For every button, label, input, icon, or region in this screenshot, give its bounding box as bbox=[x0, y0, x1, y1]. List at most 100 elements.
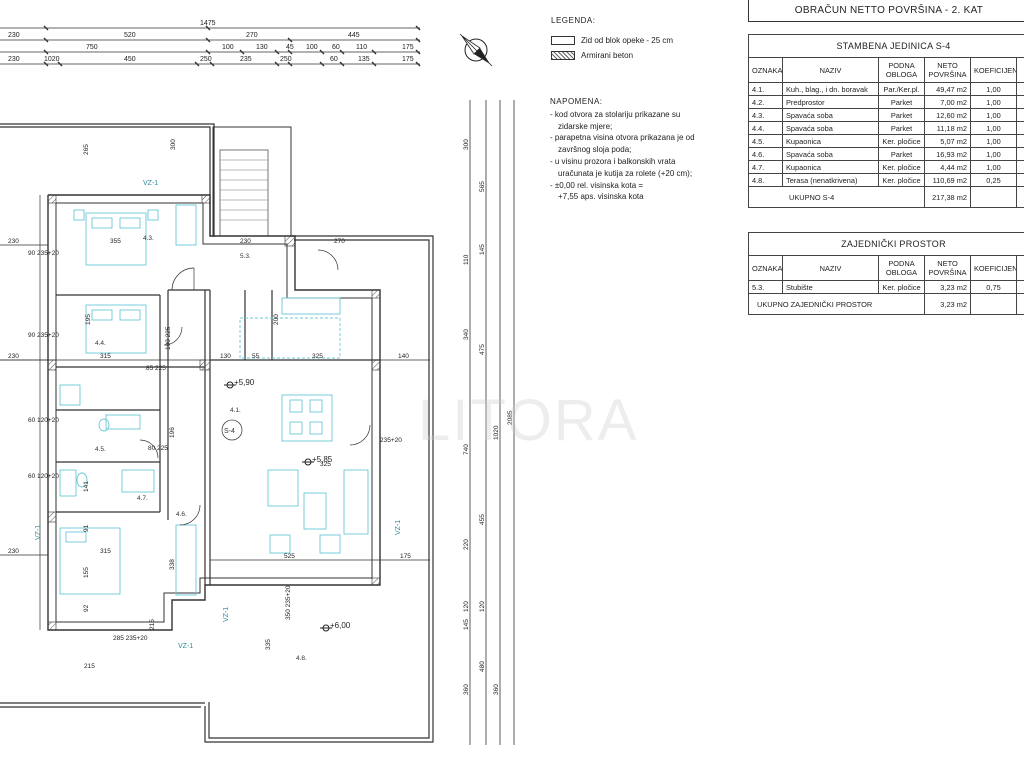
dim-label: 120 bbox=[479, 601, 486, 612]
level-mark: +6,00 bbox=[330, 621, 351, 630]
table-cell: 12,60 m2 bbox=[924, 108, 971, 122]
dim-label: 480 bbox=[479, 661, 486, 672]
table-cell: 4.1. bbox=[748, 82, 783, 96]
column-header: NETO POVRŠINA bbox=[924, 255, 971, 281]
table-cell: Ker. pločice bbox=[878, 160, 925, 174]
right-dimension-labels: 300 110 340 740 220 120 360 145 565 145 … bbox=[463, 139, 514, 695]
legend-item-label: Zid od blok opeke - 25 cm bbox=[581, 36, 674, 45]
table-cell: 4.3. bbox=[748, 108, 783, 122]
table-cell: 1,00 bbox=[970, 121, 1017, 135]
table-cell: 4.7. bbox=[748, 160, 783, 174]
dim-label: 196 bbox=[169, 427, 176, 438]
dim-label: 92 bbox=[83, 604, 90, 612]
table-cell: Spavaća soba bbox=[782, 147, 879, 161]
dim-label: 230 bbox=[8, 56, 20, 63]
table-cell: 4.2. bbox=[748, 95, 783, 109]
total-value: 217,38 m2 bbox=[924, 186, 971, 208]
dim-label: 325 bbox=[320, 461, 331, 468]
page-title: OBRAČUN NETTO POVRŠINA - 2. KAT bbox=[748, 0, 1024, 22]
dim-label: 2085 bbox=[507, 410, 514, 425]
table-caption: ZAJEDNIČKI PROSTOR bbox=[748, 232, 1024, 256]
note-line: uračunata je kutija za rolete (+20 cm); bbox=[558, 168, 693, 178]
table-total-row: UKUPNO ZAJEDNIČKI PROSTOR 3,23 m2 bbox=[748, 293, 1024, 315]
note-line: - parapetna visina otvora prikazana je o… bbox=[550, 133, 695, 143]
dim-label: 740 bbox=[463, 444, 470, 455]
dim-label: 360 bbox=[463, 684, 470, 695]
dim-label: 100 225 bbox=[165, 326, 172, 350]
dim-label: 235+20 bbox=[380, 437, 402, 444]
dim-label: 235 bbox=[240, 56, 252, 63]
note-line: - kod otvora za stolariju prikazane su bbox=[550, 109, 681, 119]
table-cell: 11,18 m2 bbox=[924, 121, 971, 135]
room-tag: 4.6. bbox=[176, 511, 187, 518]
section-marks: VZ-1 VZ-1 VZ-1 VZ-1 VZ-1 bbox=[35, 180, 402, 650]
legend-title: LEGENDA: bbox=[551, 16, 596, 25]
dim-label: 338 bbox=[169, 559, 176, 570]
table-cell: Stubište bbox=[782, 280, 879, 294]
notes: NAPOMENA: - kod otvora za stolariju prik… bbox=[550, 96, 710, 203]
table-cell: Par./Ker.pl. bbox=[878, 82, 925, 96]
note-line: zidarske mjere; bbox=[558, 121, 613, 131]
table-cell: 49,47 m2 bbox=[924, 82, 971, 96]
dim-label: 200 bbox=[273, 314, 280, 325]
dim-label: 100 bbox=[222, 44, 234, 51]
dim-label: 60 120+20 bbox=[28, 417, 59, 424]
section-mark: VZ-1 bbox=[395, 520, 402, 535]
dim-label: 360 bbox=[493, 684, 500, 695]
notes-title: NAPOMENA: bbox=[550, 97, 603, 106]
table-cell: Kuh., blag., i dn. boravak bbox=[782, 82, 879, 96]
dim-label: 85 225 bbox=[146, 365, 166, 372]
room-tag: 4.4. bbox=[95, 340, 106, 347]
dim-label: 100 bbox=[306, 44, 318, 51]
total-label: UKUPNO S-4 bbox=[748, 186, 925, 208]
dim-label: 145 bbox=[463, 619, 470, 630]
dim-label: 175 bbox=[400, 553, 411, 560]
dim-label: 230 bbox=[8, 32, 20, 39]
dim-label: 220 bbox=[463, 539, 470, 550]
dim-label: 1020 bbox=[493, 425, 500, 440]
table-cell: Spavaća soba bbox=[782, 121, 879, 135]
dim-label: 120 bbox=[463, 601, 470, 612]
level-mark: +5,85 bbox=[312, 455, 333, 464]
legend-item-concrete: Armirani beton bbox=[551, 51, 633, 60]
dim-label: 90 235+20 bbox=[28, 332, 59, 339]
column-header: OZNAKA bbox=[748, 255, 783, 281]
interior-dimension-labels: 265 300 355 195 315 315 525 175 230 270 … bbox=[83, 139, 411, 650]
note-line: - u visinu prozora i balkonskih vrata bbox=[550, 156, 676, 166]
table-cell: Spavaća soba bbox=[782, 108, 879, 122]
dim-label: 155 bbox=[83, 567, 90, 578]
table-cell: Ker. pločice bbox=[878, 134, 925, 148]
dim-label: 90 235+20 bbox=[28, 250, 59, 257]
dim-label: 750 bbox=[86, 44, 98, 51]
dim-label: 450 bbox=[124, 56, 136, 63]
dim-label: 300 bbox=[463, 139, 470, 150]
dim-label: 135 bbox=[358, 56, 370, 63]
table-cell: Parket bbox=[878, 147, 925, 161]
dim-label: 175 bbox=[402, 56, 414, 63]
dim-label: 215 bbox=[84, 663, 95, 670]
note-line: - ±0,00 rel. visinska kota = bbox=[550, 180, 644, 190]
dim-label: 215 bbox=[149, 619, 156, 630]
dim-label: 270 bbox=[246, 32, 258, 39]
dim-label: 315 bbox=[100, 353, 111, 360]
watermark: LITORA bbox=[418, 388, 638, 453]
dim-label: 45 bbox=[286, 44, 294, 51]
top-dimension-labels: 1475 230 520 270 445 750 100 130 45 100 … bbox=[8, 20, 414, 63]
floor-plan: 1475 230 520 270 445 750 100 130 45 100 … bbox=[0, 20, 638, 745]
legend-swatch-hatch bbox=[551, 51, 575, 60]
legend-item-label: Armirani beton bbox=[581, 51, 634, 60]
room-tag: 4.1. bbox=[230, 407, 241, 414]
dim-label: 140 bbox=[398, 353, 409, 360]
dim-label: 195 bbox=[85, 314, 92, 325]
table-cell: 1,00 bbox=[970, 134, 1017, 148]
column-header: PODNA OBLOGA bbox=[878, 255, 925, 281]
dim-label: 1475 bbox=[200, 20, 216, 27]
level-mark: +5,90 bbox=[234, 378, 255, 387]
dim-label: 525 bbox=[284, 553, 295, 560]
note-line: završnog sloja poda; bbox=[558, 145, 632, 155]
